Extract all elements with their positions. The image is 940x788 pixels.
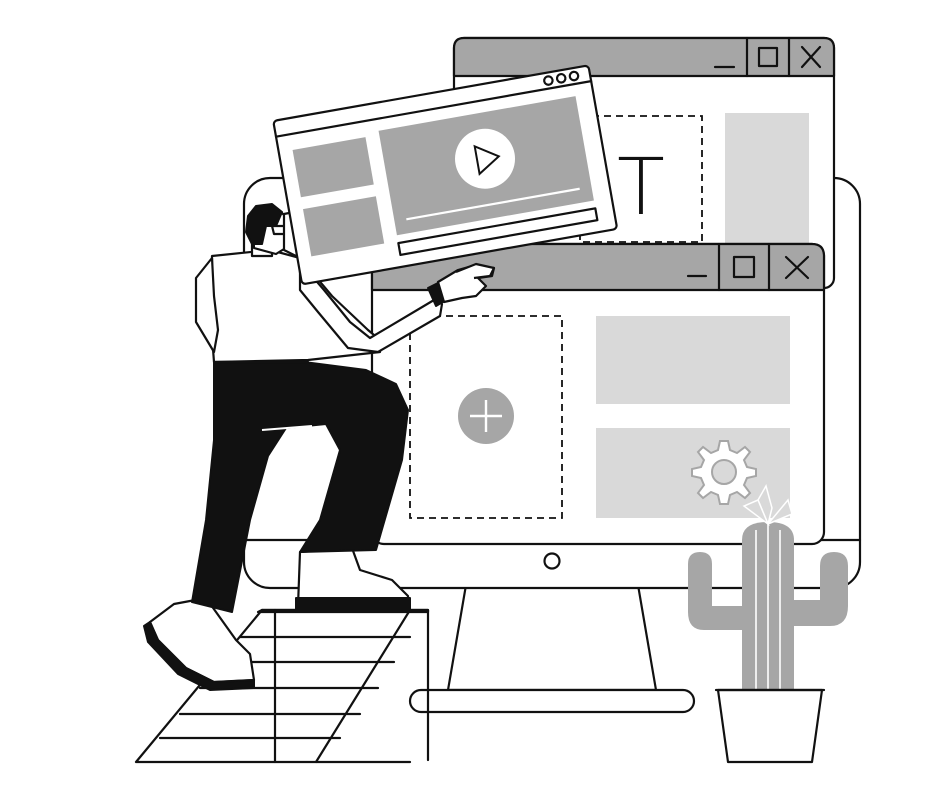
person [143,203,496,691]
cactus-right-arm [790,552,848,626]
back-window-titlebar [452,36,836,78]
window-dots-icon [543,70,580,86]
front-shoe-sole [295,597,411,613]
pants [191,361,409,613]
cactus-flower [742,484,793,527]
cactus-ribs [755,524,781,692]
back-window-maximize-icon [757,46,779,68]
gear-icon [691,440,757,505]
cactus-left-arm [688,552,742,630]
play-icon [455,128,516,189]
back-shoe-sole [143,621,255,691]
power-button-icon [543,552,561,570]
monitor-stand-base [408,688,696,714]
stair-steps [158,608,412,764]
front-window-close-icon [784,255,810,280]
thumbnail-top [292,137,374,198]
back-window-sidebar-block [725,113,809,245]
pants-fold [261,425,313,431]
held-window [272,64,618,285]
add-icon [458,388,514,444]
cactus-pot [716,688,824,764]
front-window-maximize-icon [732,255,756,279]
back-window-close-icon [800,45,822,69]
text-tool-glyph: T [617,143,665,233]
right-hand-fingers [455,262,496,280]
right-arm [298,260,444,354]
content-block-top [596,316,790,404]
video-progress-bar [406,187,580,221]
left-arm [194,256,220,354]
add-content-placeholder [409,315,563,519]
front-window [370,242,826,546]
thumbnail-bottom [302,196,385,257]
held-window-titlebar-line [274,80,593,138]
cactus-plant [688,484,848,764]
monitor-stand-neck [446,583,658,692]
held-window-bottom-bar [397,207,599,256]
